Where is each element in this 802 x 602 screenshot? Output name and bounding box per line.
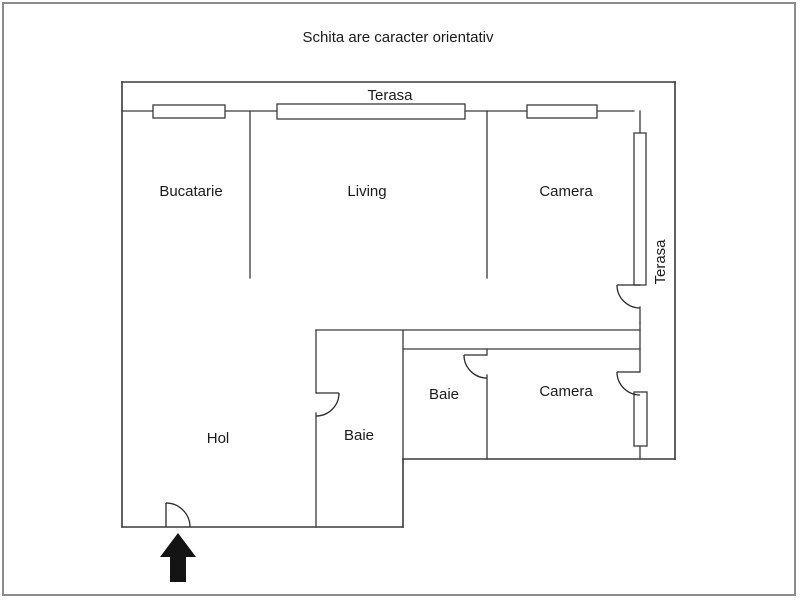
room-label-terasa-top: Terasa	[367, 87, 413, 104]
room-label-terasa-right: Terasa	[652, 239, 669, 285]
window-bucatarie	[152, 104, 226, 119]
room-label-bucatarie: Bucatarie	[159, 183, 222, 200]
room-label-camera-top: Camera	[539, 183, 593, 200]
room-label-camera-bottom: Camera	[539, 383, 593, 400]
door-baie-right	[463, 354, 488, 379]
room-label-living: Living	[347, 183, 386, 200]
page-title: Schita are caracter orientativ	[303, 29, 494, 46]
windows	[152, 103, 648, 447]
window-terasa-right	[633, 132, 647, 286]
door-entrance	[165, 502, 191, 528]
terasa-walls	[121, 110, 641, 460]
entrance-arrow	[160, 533, 196, 582]
door-baie-right-arc	[463, 354, 488, 379]
plan-page-border	[2, 2, 796, 596]
doors	[165, 284, 641, 528]
door-camera-bottom-arc	[616, 371, 641, 396]
window-camera-top	[526, 104, 598, 119]
room-label-hol: Hol	[207, 430, 230, 447]
door-camera-bottom	[616, 371, 641, 396]
interior-walls-lower	[315, 329, 641, 528]
room-labels: Terasa Bucatarie Living Camera Terasa Ho…	[159, 87, 669, 447]
window-camera-bottom	[633, 391, 648, 447]
exterior-walls	[121, 81, 676, 528]
window-living	[276, 103, 466, 120]
door-entrance-arc	[165, 502, 191, 528]
room-label-baie-left: Baie	[344, 427, 374, 444]
interior-walls-upper	[249, 110, 488, 279]
door-baie-left	[315, 392, 340, 417]
door-terasa-right-arc	[616, 284, 641, 309]
door-terasa-right	[616, 284, 641, 309]
room-label-baie-right: Baie	[429, 386, 459, 403]
door-baie-left-arc	[315, 392, 340, 417]
